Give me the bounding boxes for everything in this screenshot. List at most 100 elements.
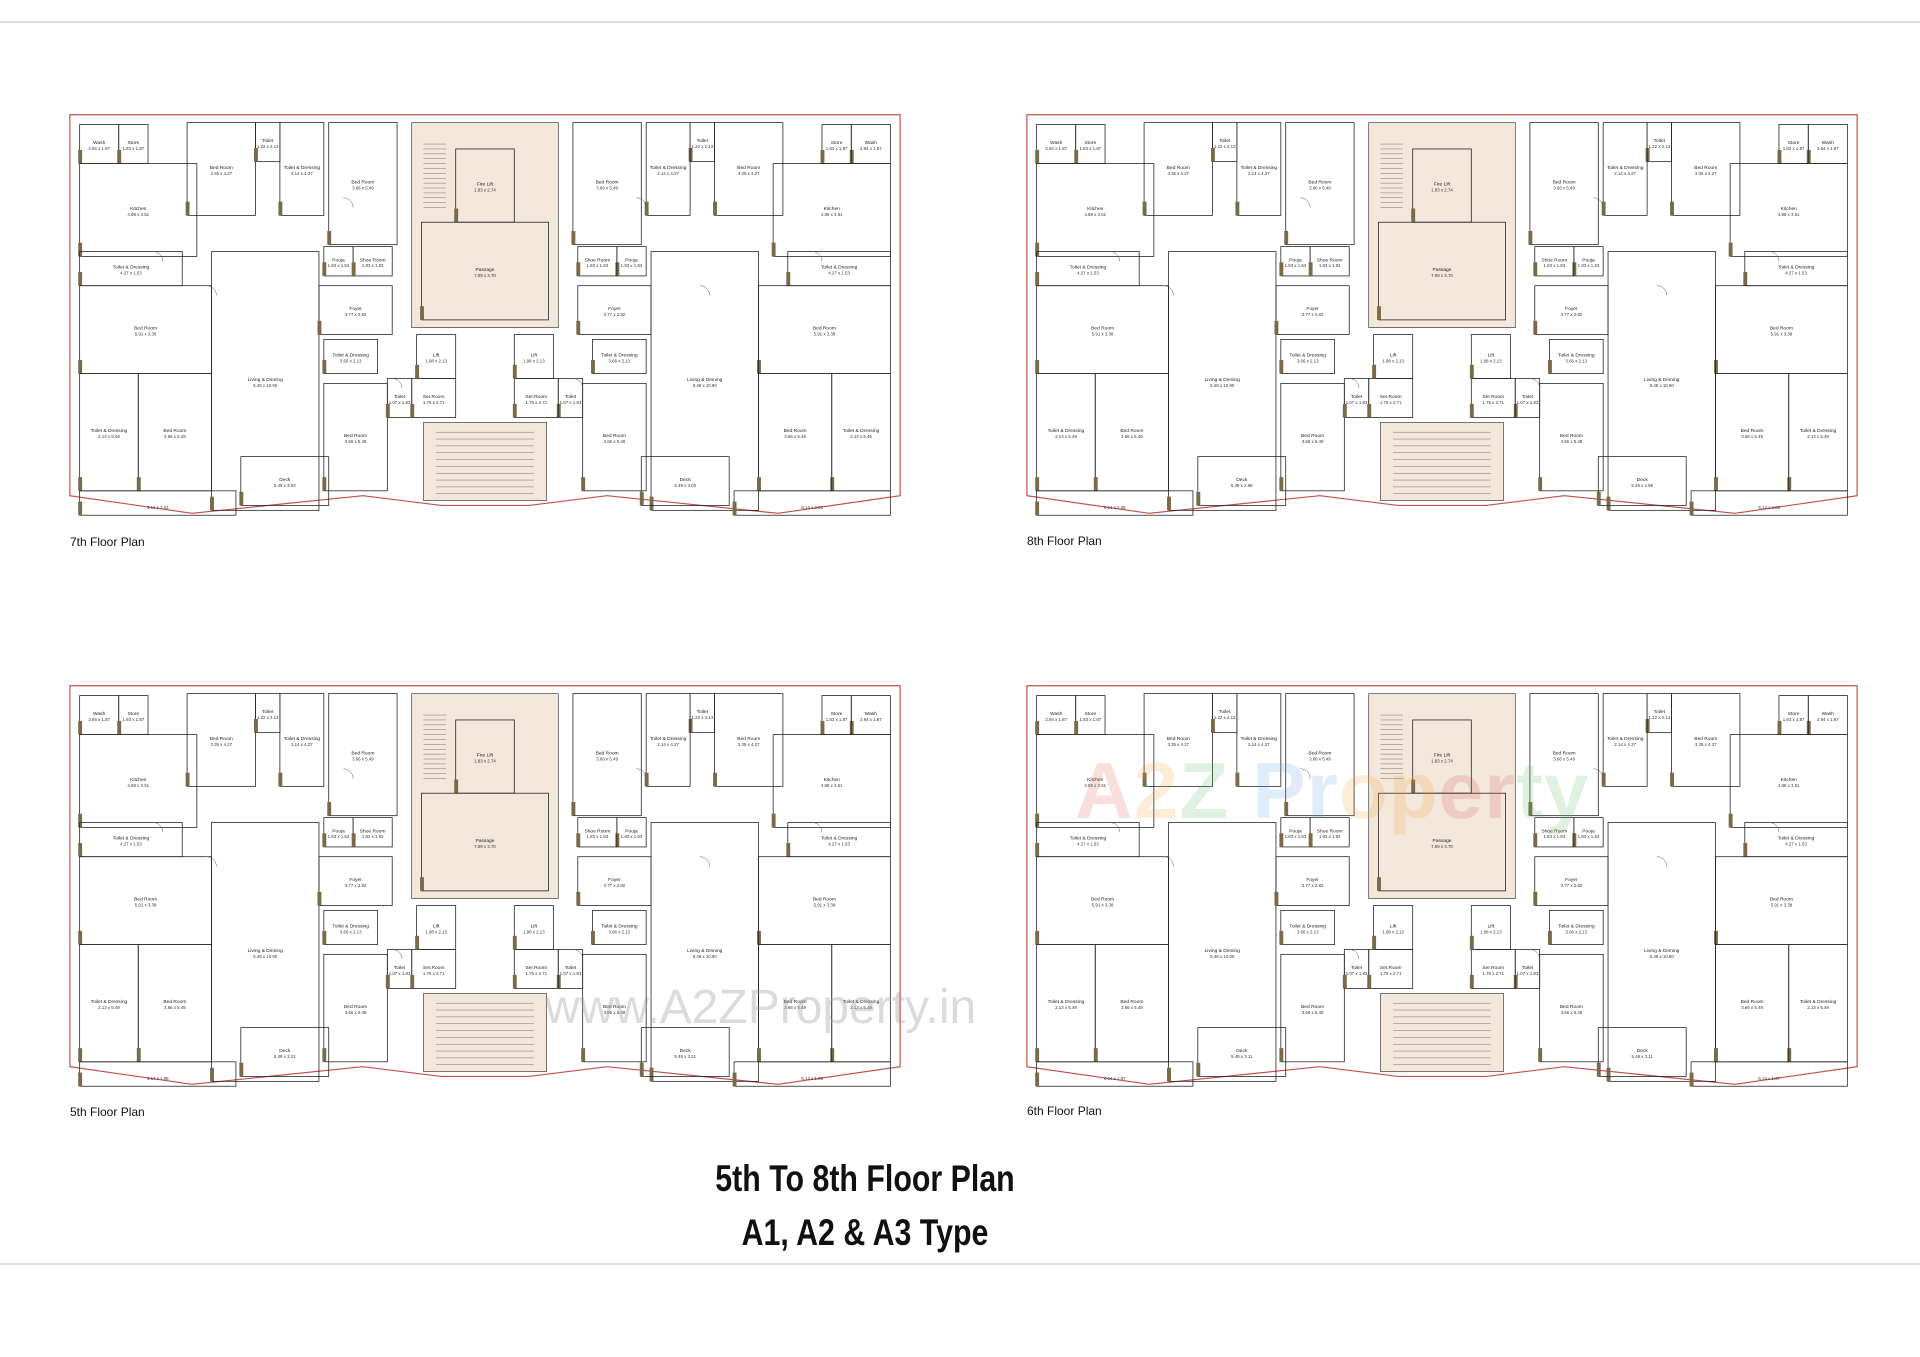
watermark-logo: A2Z Property — [1075, 746, 1590, 835]
room-label: Toilet & Dressing — [1800, 428, 1837, 434]
room-label: Lift — [433, 924, 440, 930]
room-label: Ser.Room — [423, 965, 445, 971]
door-swing — [206, 856, 217, 867]
room-label: Deck — [279, 1048, 291, 1054]
room-label: Store — [831, 140, 843, 146]
room-dimension: 1.83 x 1.87 — [826, 717, 848, 722]
room-dimension: 4.27 x 1.53 — [828, 270, 850, 275]
room-dimension: 1.83 x 2.74 — [474, 187, 496, 192]
room-label: Bed Room — [1553, 751, 1576, 757]
room-label: Pooja — [332, 828, 345, 834]
room-dimension: 1.83 x 1.53 — [1578, 834, 1600, 839]
room-dimension: 2.13 x 5.49 — [98, 434, 120, 439]
room-label: Bed Room — [1560, 433, 1583, 439]
room-dimension: 3.66 x 2.13 — [340, 929, 362, 934]
room-dimension: 5.49 x 10.90 — [1210, 954, 1235, 959]
door-swing — [572, 378, 583, 389]
room-label: Pooja — [625, 828, 638, 834]
room-label: Toilet & Dressing — [821, 836, 858, 842]
room-dimension: 1.83 x 1.83 — [1319, 263, 1341, 268]
room-label: Toilet & Dressing — [1800, 999, 1837, 1005]
room-dimension: 3.66 x 5.49 — [1309, 185, 1331, 190]
room-dimension: 3.66 x 5.49 — [1302, 1010, 1324, 1015]
room-dimension: 2.94 x 1.87 — [1045, 717, 1067, 722]
room-label: Bed Room — [603, 1004, 626, 1010]
door-swing — [1109, 251, 1120, 262]
room-dimension: 1.22 x 2.13 — [257, 144, 279, 149]
room-label: Toilet & Dressing — [91, 999, 128, 1005]
room-dimension: 1.07 x 1.83 — [1517, 971, 1539, 976]
room-deck-side-r: 6.14 x 2.05 — [1689, 490, 1848, 516]
room-dimension: 1.83 x 1.53 — [1285, 263, 1307, 268]
room-label: Foyer — [608, 877, 621, 883]
room-label: Toilet — [1522, 394, 1534, 400]
room-label: Bed Room — [603, 433, 626, 439]
room-label: Toilet & Dressing — [1778, 265, 1815, 271]
room-label: Living & Dinning — [1644, 948, 1680, 954]
room-dimension: 1.07 x 1.83 — [389, 400, 411, 405]
room-dimension: 3.66 x 5.49 — [345, 1010, 367, 1015]
room-label: Toilet & Dressing — [1607, 165, 1644, 171]
staircase — [423, 993, 547, 1072]
room-dimension: 3.66 x 5.49 — [604, 1010, 626, 1015]
room-label: Toilet — [1351, 394, 1363, 400]
room-dimension: 3.35 x 4.27 — [210, 171, 232, 176]
door-swing — [1656, 856, 1667, 867]
room-dimension: 3.66 x 5.49 — [1121, 1005, 1143, 1010]
sheet-subtitle: A1, A2 & A3 Type — [741, 1212, 989, 1253]
door-swing — [206, 285, 217, 296]
room-label: Toilet & Dressing — [650, 736, 687, 742]
core-passage-fill — [411, 122, 559, 328]
room-dimension: 2.14 x 4.27 — [1614, 171, 1636, 176]
room-label: Passage — [1433, 267, 1452, 273]
room-dimension: 3.35 x 4.27 — [1167, 171, 1189, 176]
room-label: Toilet & Dressing — [1241, 736, 1278, 742]
room-label: Wash — [865, 140, 878, 146]
room-dimension: 1.83 x 1.87 — [1080, 717, 1102, 722]
room-label: Toilet & Dressing — [601, 924, 638, 930]
room-label: Toilet & Dressing — [843, 428, 880, 434]
room-dimension: 1.98 x 2.13 — [425, 929, 447, 934]
room-label: Bed Room — [1770, 897, 1793, 903]
room-label: Bed Room — [784, 999, 807, 1005]
room-label: Living & Dinning — [1644, 377, 1680, 383]
watermark-url: www.A2ZProperty.in — [545, 981, 977, 1034]
room-label: Bed Room — [1167, 736, 1190, 742]
